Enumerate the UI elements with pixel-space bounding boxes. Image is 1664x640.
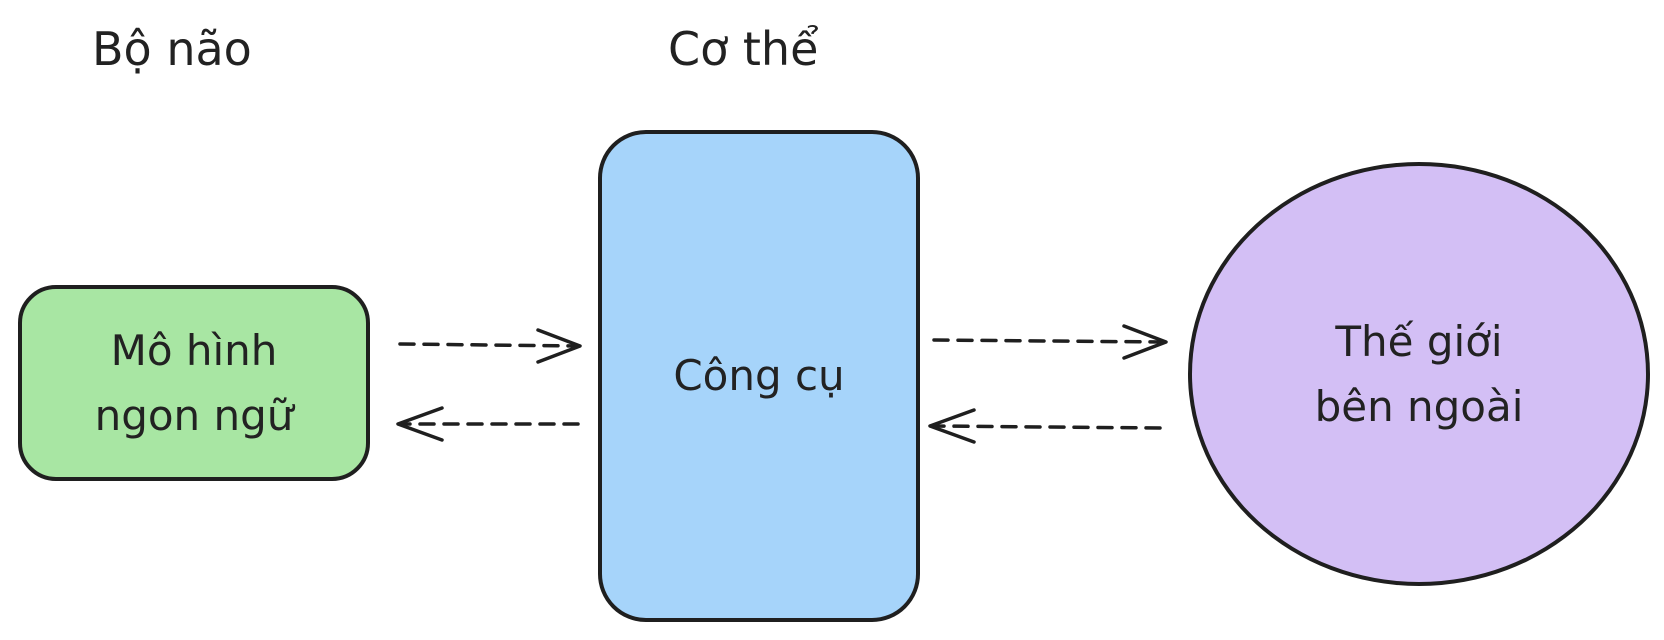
node-tools: Công cụ (598, 130, 920, 622)
label-body: Cơ thể (668, 22, 819, 76)
node-tools-text: Công cụ (673, 351, 845, 401)
node-tools-label: Công cụ (673, 343, 844, 408)
arrow-model-to-tools (398, 328, 582, 364)
node-outside-world-line1: Thế giới (1335, 316, 1503, 366)
node-outside-world-line2: bên ngoài (1314, 382, 1524, 431)
arrow-tools-to-model (396, 406, 580, 442)
arrow-tools-to-world (932, 324, 1168, 360)
arrow-world-to-tools (928, 408, 1162, 444)
node-language-model-label: Mô hình ngon ngữ (95, 318, 294, 448)
node-outside-world: Thế giới bên ngoài (1188, 162, 1650, 586)
label-brain: Bộ não (92, 22, 252, 76)
node-language-model: Mô hình ngon ngữ (18, 285, 370, 481)
node-language-model-line2: ngon ngữ (94, 391, 294, 440)
node-language-model-line1: Mô hình (110, 325, 278, 375)
node-outside-world-label: Thế giới bên ngoài (1315, 309, 1524, 439)
